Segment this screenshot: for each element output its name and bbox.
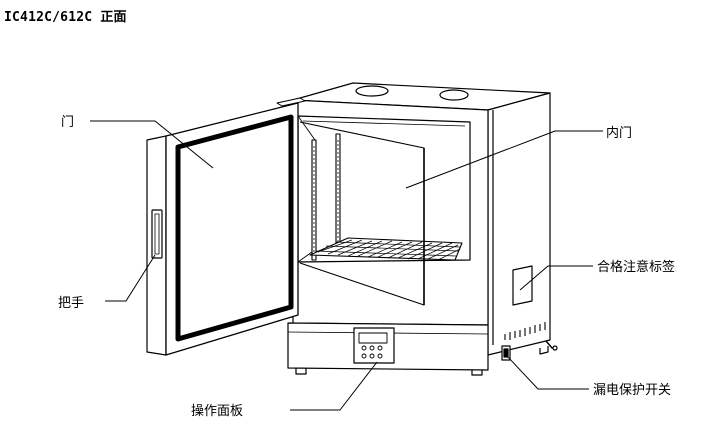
outer-door: [165, 102, 299, 356]
control-panel-buttons: [361, 345, 383, 359]
certification-label-panel: [512, 265, 533, 306]
label-control-panel: 操作面板: [191, 403, 243, 419]
side-vent-slots: [504, 322, 546, 340]
top-vent-left: [355, 85, 389, 97]
cabinet-feet: [295, 346, 549, 376]
label-certification: 合格注意标签: [597, 259, 675, 275]
label-inner-door: 内门: [606, 125, 632, 141]
door-gasket: [175, 114, 294, 342]
page-title: IC412C/612C 正面: [4, 10, 127, 25]
cabinet-right-side: [487, 92, 551, 356]
top-vent-right: [439, 89, 469, 101]
label-handle: 把手: [58, 296, 84, 311]
label-door: 门: [61, 115, 74, 130]
label-leakage-switch: 漏电保护开关: [593, 382, 671, 398]
leader-lines: [90, 120, 603, 411]
